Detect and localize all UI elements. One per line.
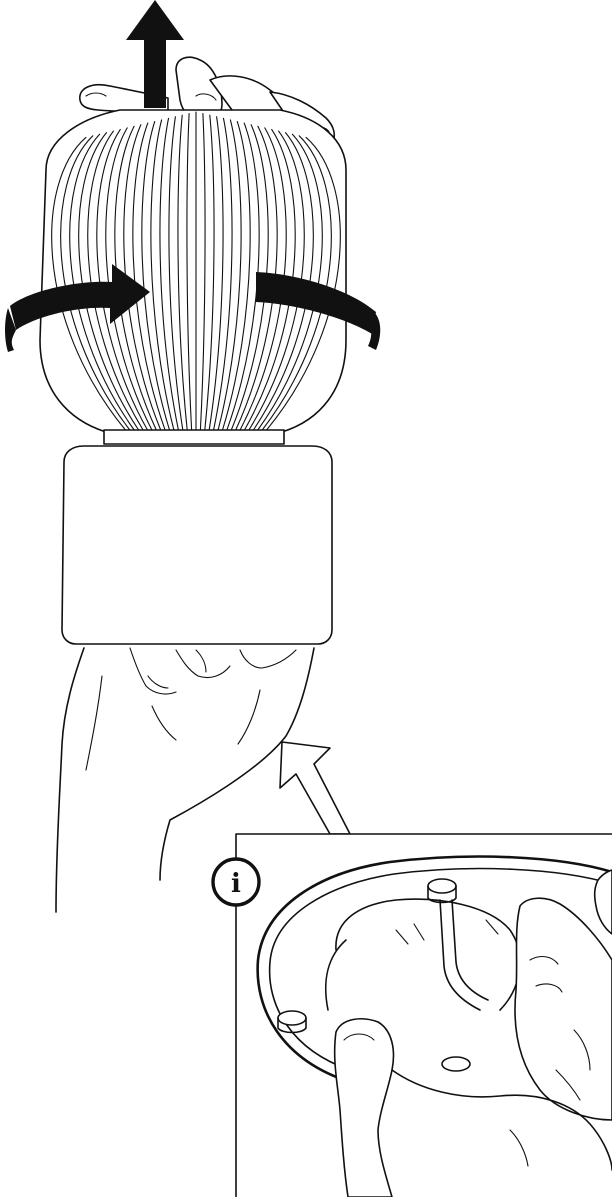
filter-cartridge <box>40 110 346 444</box>
mount-boss-top <box>428 879 456 893</box>
mount-boss-left <box>278 1011 306 1025</box>
pointer-arrow <box>280 742 350 834</box>
filter-housing <box>62 446 332 644</box>
filter-collar <box>104 430 284 444</box>
info-icon: i <box>213 859 259 905</box>
detail-inset: i <box>213 834 612 1197</box>
info-symbol: i <box>231 869 241 899</box>
mount-boss-bottom <box>442 1057 470 1071</box>
